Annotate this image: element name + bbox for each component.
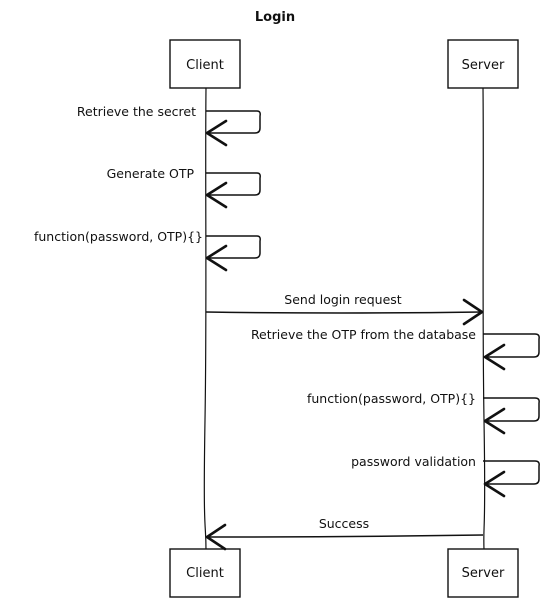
message-server-function: function(password, OTP){} xyxy=(307,391,540,435)
arrowhead xyxy=(483,470,506,498)
arrow-line xyxy=(205,311,483,314)
participant-server-bottom: Server xyxy=(447,548,519,598)
participant-label-server-top: Server xyxy=(462,58,505,73)
server-lifeline xyxy=(482,87,486,551)
self-arrow-line xyxy=(206,235,261,259)
participant-label-client-top: Client xyxy=(186,58,224,73)
participant-label-client-bottom: Client xyxy=(186,566,224,581)
client-lifeline xyxy=(203,87,207,551)
message-success: Success xyxy=(205,516,484,551)
message-generate-otp: Generate OTP xyxy=(107,166,261,209)
arrowhead xyxy=(205,119,228,147)
message-label: password validation xyxy=(351,454,476,469)
participant-label-server-bottom: Server xyxy=(462,566,505,581)
self-arrow-line xyxy=(483,460,540,485)
diagram-title: Login xyxy=(255,10,295,25)
participant-server-top: Server xyxy=(447,39,519,89)
self-arrow-line xyxy=(483,333,540,358)
participant-client-bottom: Client xyxy=(169,548,241,598)
arrowhead xyxy=(462,298,484,326)
arrowhead xyxy=(205,244,228,272)
arrowhead xyxy=(483,343,506,371)
message-label: Retrieve the secret xyxy=(77,104,196,119)
message-label: Success xyxy=(319,516,369,531)
message-label: Retrieve the OTP from the database xyxy=(251,327,476,342)
arrow-line xyxy=(206,534,484,538)
message-label: Generate OTP xyxy=(107,166,195,181)
self-arrow-line xyxy=(206,172,261,196)
message-label: function(password, OTP){} xyxy=(34,229,203,244)
arrowhead xyxy=(205,181,228,209)
message-retrieve-secret: Retrieve the secret xyxy=(77,104,261,147)
arrowhead xyxy=(483,407,506,435)
participant-client-top: Client xyxy=(169,39,241,89)
message-retrieve-otp-db: Retrieve the OTP from the database xyxy=(251,327,540,371)
message-send-login-request: Send login request xyxy=(205,292,484,326)
message-password-validation: password validation xyxy=(351,454,540,498)
message-client-function: function(password, OTP){} xyxy=(34,229,261,272)
arrowhead xyxy=(205,523,227,551)
self-arrow-line xyxy=(206,110,261,134)
message-label: function(password, OTP){} xyxy=(307,391,476,406)
self-arrow-line xyxy=(483,397,540,422)
message-label: Send login request xyxy=(284,292,401,307)
